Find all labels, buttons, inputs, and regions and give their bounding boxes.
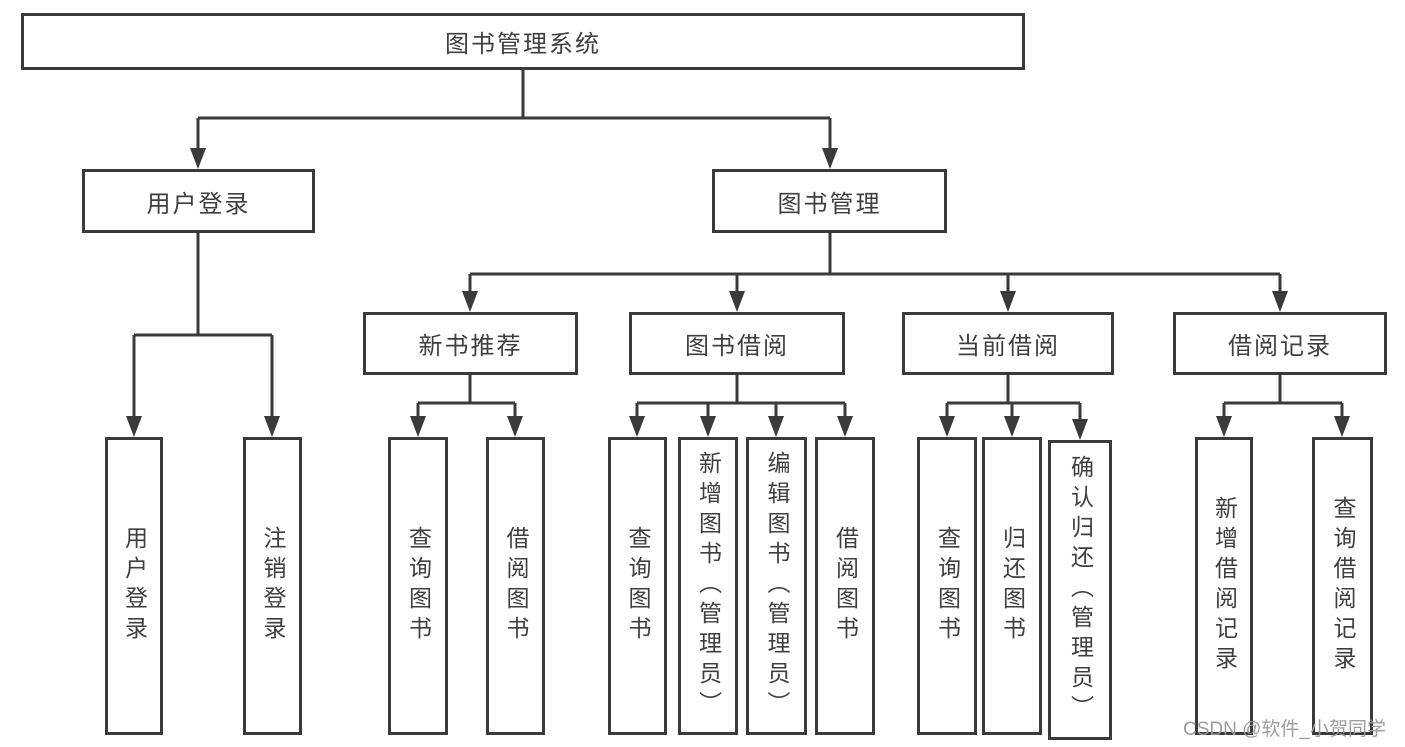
- node-label: 图书管理: [777, 190, 882, 218]
- node-label: 用户登录: [121, 526, 148, 646]
- csdn-watermark: CSDN @软件_小贺同学: [1183, 719, 1386, 740]
- node-leaf-query-books-1: 查询图书: [388, 437, 448, 735]
- node-label: 用户登录: [146, 190, 251, 218]
- node-user-login: 用户登录: [82, 169, 315, 233]
- arrowheads: [126, 148, 1350, 440]
- node-leaf-borrow-books-2: 借阅图书: [815, 437, 875, 735]
- node-label: 新增借阅记录: [1211, 496, 1238, 676]
- node-label: 图书管理系统: [445, 31, 601, 58]
- node-book-management: 图书管理: [712, 169, 947, 233]
- node-label: 借阅记录: [1228, 333, 1332, 360]
- node-label: 当前借阅: [956, 333, 1060, 360]
- node-label: 借阅图书: [503, 526, 529, 646]
- node-leaf-query-books-3: 查询图书: [917, 437, 977, 735]
- node-current-borrowing: 当前借阅: [902, 312, 1114, 375]
- node-label: 查询图书: [934, 526, 961, 646]
- node-book-borrowing: 图书借阅: [629, 312, 845, 375]
- node-leaf-confirm-return-admin: 确认归还（管理员）: [1048, 440, 1112, 740]
- node-label: 图书借阅: [685, 333, 789, 360]
- node-leaf-edit-books-admin: 编辑图书（管理员）: [746, 437, 807, 735]
- node-leaf-add-books-admin: 新增图书（管理员）: [678, 437, 738, 735]
- connector-polylines: [132, 70, 1344, 425]
- node-borrowing-records: 借阅记录: [1173, 312, 1387, 375]
- node-label: 编辑图书（管理员）: [764, 451, 790, 721]
- node-label: 新书推荐: [418, 333, 523, 360]
- node-label: 借阅图书: [832, 526, 859, 646]
- node-label: 查询图书: [405, 526, 432, 646]
- node-leaf-query-books-2: 查询图书: [608, 437, 667, 735]
- node-root: 图书管理系统: [21, 13, 1025, 70]
- node-leaf-user-login: 用户登录: [105, 437, 163, 735]
- node-label: 确认归还（管理员）: [1067, 455, 1094, 725]
- node-new-book-recommend: 新书推荐: [363, 312, 578, 375]
- node-leaf-borrow-books-1: 借阅图书: [486, 437, 545, 735]
- node-label: 新增图书（管理员）: [695, 451, 722, 721]
- node-label: 查询借阅记录: [1330, 496, 1356, 676]
- node-leaf-logout: 注销登录: [243, 437, 302, 735]
- node-leaf-query-borrow-record: 查询借阅记录: [1312, 437, 1373, 735]
- node-label: 注销登录: [260, 526, 286, 646]
- node-label: 查询图书: [625, 526, 651, 646]
- node-label: 归还图书: [999, 526, 1026, 646]
- node-leaf-add-borrow-record: 新增借阅记录: [1195, 437, 1253, 735]
- node-leaf-return-books: 归还图书: [982, 437, 1042, 735]
